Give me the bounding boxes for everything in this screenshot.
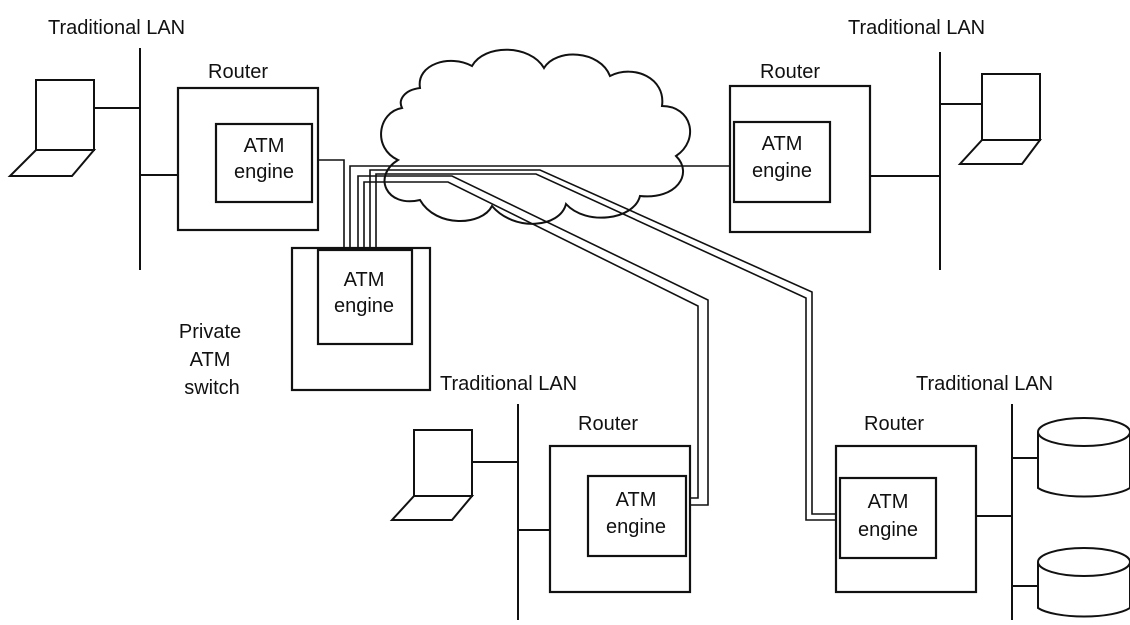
switch-label-line3: switch — [184, 377, 240, 399]
disk-storage-icon — [1037, 547, 1130, 618]
laptop-icon — [957, 73, 1042, 165]
atm-engine-box-switch — [316, 248, 414, 346]
link-switch-router-bottom-middle — [357, 175, 709, 506]
lan-label-bottom-right: Traditional LAN — [916, 373, 1053, 395]
router-label-top-right: Router — [760, 61, 820, 83]
atm-engine-box-bottom-right — [838, 476, 938, 560]
engine-line1-bottom-right: ATM — [868, 491, 909, 513]
link-switch-router-bottom-middle-b — [363, 181, 699, 499]
atm-engine-box-top-right — [732, 120, 832, 204]
lan-label-top-right: Traditional LAN — [848, 17, 985, 39]
engine-line1-switch: ATM — [344, 269, 385, 291]
laptop-icon — [7, 79, 97, 177]
router-label-top-left: Router — [208, 61, 268, 83]
atm-engine-box-bottom-middle — [586, 474, 688, 558]
link-switch-router-bottom-right-b — [375, 173, 836, 521]
switch-label-line2: ATM — [190, 349, 231, 371]
link-switch-router-top-left — [318, 159, 345, 248]
atm-engine-box-top-left — [214, 122, 314, 204]
lan-label-top-left: Traditional LAN — [48, 17, 185, 39]
router-label-bottom-right: Router — [864, 413, 924, 435]
engine-line2-top-right: engine — [752, 160, 812, 182]
engine-line1-top-right: ATM — [762, 133, 803, 155]
engine-line2-switch: engine — [334, 295, 394, 317]
router-label-bottom-middle: Router — [578, 413, 638, 435]
engine-line2-bottom-middle: engine — [606, 516, 666, 538]
engine-line2-bottom-right: engine — [858, 519, 918, 541]
link-switch-router-bottom-right — [369, 169, 836, 515]
disk-storage-icon — [1037, 417, 1130, 498]
switch-label-line1: Private — [179, 321, 241, 343]
link-switch-router-top-right — [349, 165, 730, 248]
atm-network-cloud — [380, 48, 692, 225]
engine-line1-top-left: ATM — [244, 135, 285, 157]
engine-line2-top-left: engine — [234, 161, 294, 183]
engine-line1-bottom-middle: ATM — [616, 489, 657, 511]
lan-label-bottom-middle: Traditional LAN — [440, 373, 577, 395]
laptop-icon — [389, 429, 475, 521]
